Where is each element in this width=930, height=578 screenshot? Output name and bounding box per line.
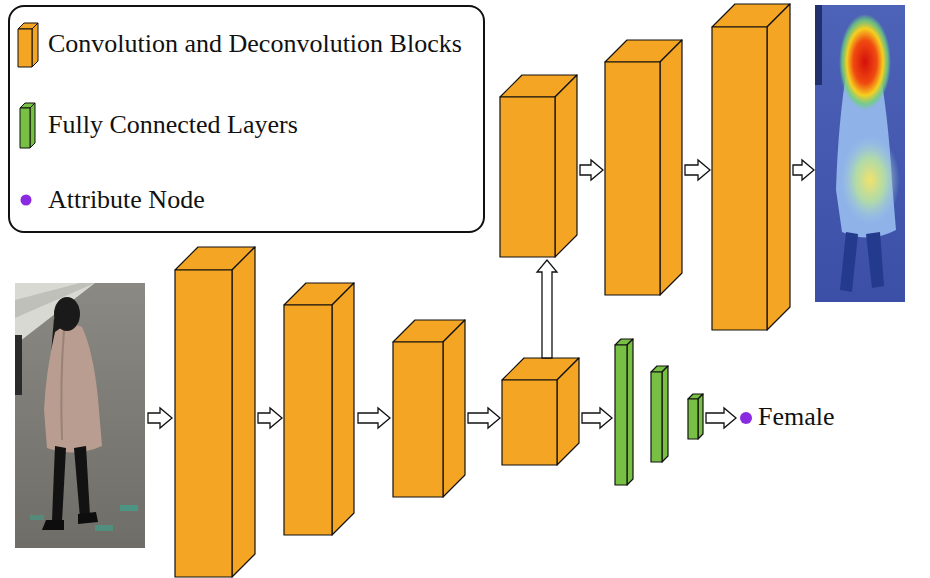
- fc-layer: [651, 366, 668, 462]
- conv-block: [284, 283, 354, 535]
- legend-box: Convolution and Deconvolution BlocksFull…: [8, 5, 485, 233]
- deconv-block: [605, 40, 682, 295]
- legend-text: Fully Connected Layers: [48, 112, 298, 138]
- conv-block: [502, 358, 579, 465]
- legend-sample: [14, 175, 50, 225]
- attribute-label: Female: [758, 404, 835, 430]
- attribute-node: [740, 412, 752, 424]
- legend-entry: Convolution and Deconvolution Blocks: [10, 19, 424, 69]
- fc-layer: [615, 339, 633, 485]
- legend-text: Convolution and Deconvolution Blocks: [48, 31, 462, 57]
- conv-block: [175, 247, 255, 577]
- legend-text: Attribute Node: [48, 187, 205, 213]
- conv-block: [393, 320, 465, 497]
- label-holder: Female: [758, 404, 835, 430]
- legend-entry: Attribute Node: [10, 175, 167, 225]
- legend-sample: [14, 19, 50, 69]
- legend-entry: Fully Connected Layers: [10, 100, 260, 150]
- legend-sample: [14, 100, 50, 150]
- deconv-block: [712, 4, 790, 330]
- fc-layer: [688, 394, 703, 439]
- input-photo: [15, 283, 145, 548]
- attention-heatmap: [815, 5, 905, 302]
- deconv-block: [500, 75, 577, 257]
